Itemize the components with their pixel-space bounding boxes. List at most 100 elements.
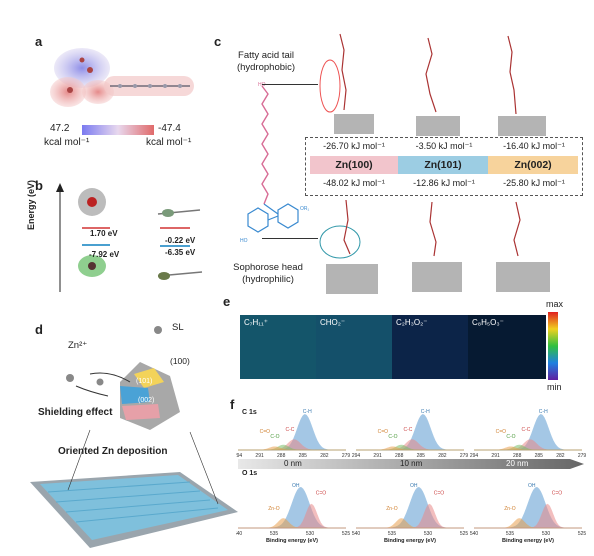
o1s-1-xlabel: Binding energy (eV) [384, 538, 436, 544]
map-c2h3o2: C₂H₃O₂⁻ [392, 315, 470, 379]
o1s-0-peak [238, 518, 346, 529]
c1s-0-peak-label: C-O [270, 434, 279, 440]
level-2-label: -7.92 eV [89, 250, 120, 259]
depth-20: 20 nm [506, 459, 529, 468]
o1s-2-tick: 535 [506, 531, 515, 537]
zn-ion-label: Zn²⁺ [68, 340, 88, 351]
panel-label-f: f [230, 397, 235, 412]
c1s-2-peak-label: C=O [496, 429, 507, 435]
c1s-1-peak-label: C=O [378, 429, 389, 435]
shielding-effect-label: Shielding effect [38, 407, 113, 418]
o1s-1-tick: 530 [424, 531, 433, 537]
energy-axis-label: Energy (eV) [26, 179, 36, 230]
c1s-2-tick: 285 [535, 453, 544, 459]
panel-label-a: a [35, 34, 43, 49]
top-value-100: -26.70 kJ mol⁻¹ [323, 141, 385, 151]
level-4-label: -6.35 eV [165, 248, 196, 257]
svg-text:HO: HO [258, 82, 266, 88]
panel-label-c: c [214, 34, 222, 49]
o1s-1-peak-label: OH [410, 483, 418, 489]
c1s-1-tick: 294 [352, 453, 361, 459]
oriented-deposition-label: Oriented Zn deposition [58, 446, 168, 457]
bottom-value-100: -48.02 kJ mol⁻¹ [323, 178, 385, 188]
o1s-1-peak-label: C=O [434, 490, 445, 496]
c1s-1-tick: 282 [438, 453, 447, 459]
c1s-1-peak-label: C-O [388, 434, 397, 440]
c1s-2-peak-label: C-H [539, 409, 548, 415]
c1s-1-peak [356, 446, 464, 451]
c1s-0-tick: 279 [342, 453, 351, 459]
bottom-adsorption-models [326, 199, 550, 294]
o1s-2-peak [474, 486, 582, 529]
energy-diagram [56, 183, 203, 292]
esp-left-value: 47.2 [50, 123, 70, 134]
sophorolipid-structure: HO OR₁ HO [240, 82, 310, 244]
head-highlight-ellipse [319, 225, 361, 259]
facet-101: Zn(101) [398, 156, 488, 174]
c1s-0-tick: 294 [236, 453, 242, 459]
c1s-1-tick: 288 [395, 453, 404, 459]
o1s-0-tick: 535 [270, 531, 279, 537]
o1s-2-peak [474, 518, 582, 529]
c1s-0-tick: 288 [277, 453, 286, 459]
sl-label: SL [172, 322, 184, 333]
tail-arrow [262, 84, 318, 85]
head-arrow [262, 238, 318, 239]
o1s-0-tick: 530 [306, 531, 315, 537]
depth-0: 0 nm [284, 459, 302, 468]
o1s-0-peak-label: Zn-O [268, 506, 280, 512]
c1s-0-peak-label: C=O [260, 429, 271, 435]
level-1-label: 1.70 eV [90, 229, 118, 238]
esp-colorbar [82, 125, 154, 135]
o1s-2-tick: 530 [542, 531, 551, 537]
o1s-2-peak-label: OH [528, 483, 536, 489]
o1s-1-tick: 540 [352, 531, 361, 537]
c1s-1-peak-label: C-C [404, 427, 413, 433]
c1s-0-peak-label: C-H [303, 409, 312, 415]
svg-text:HO: HO [240, 238, 248, 244]
adsorption-energy-table: -26.70 kJ mol⁻¹ -3.50 kJ mol⁻¹ -16.40 kJ… [305, 137, 583, 196]
level-3-label: -0.22 eV [165, 236, 196, 245]
c1s-2-tick: 294 [470, 453, 479, 459]
o1s-2-xlabel: Binding energy (eV) [502, 538, 554, 544]
facet-101-label: (101) [136, 378, 153, 385]
tail-sub: (hydrophobic) [236, 62, 296, 73]
panel-label-b: b [35, 178, 43, 193]
esp-right-value: -47.4 [158, 123, 181, 134]
facet-002-label: (002) [138, 397, 155, 404]
facet-100: Zn(100) [310, 156, 398, 174]
o1s-0-peak-label: C=O [316, 490, 327, 496]
o1s-0-tick: 540 [236, 531, 242, 537]
o1s-1-peak [356, 518, 464, 529]
o1s-0-peak-label: OH [292, 483, 300, 489]
o1s-1-peak [356, 486, 464, 529]
xps-spectra: 294 291 288 285 282 279Binding energy (eV) C-H… [236, 409, 587, 544]
top-value-101: -3.50 kJ mol⁻¹ [415, 141, 473, 151]
tail-label: Fatty acid tail [238, 50, 294, 61]
c1s-2-peak-label: C-O [506, 434, 515, 440]
o1s-label: O 1s [242, 470, 258, 477]
svg-text:OR₁: OR₁ [300, 206, 310, 212]
depth-10: 10 nm [400, 459, 423, 468]
intensity-colorbar [548, 312, 558, 380]
c1s-2-tick: 282 [556, 453, 565, 459]
o1s-1-tick: 525 [460, 531, 469, 537]
panel-label-e: e [223, 294, 231, 309]
top-value-002: -16.40 kJ mol⁻¹ [503, 141, 565, 151]
colorbar-max: max [546, 299, 564, 309]
depth-arrow [238, 459, 584, 469]
bottom-value-002: -25.80 kJ mol⁻¹ [503, 178, 565, 188]
o1s-2-peak-label: C=O [552, 490, 563, 496]
o1s-2-tick: 540 [470, 531, 479, 537]
o1s-0-xlabel: Binding energy (eV) [266, 538, 318, 544]
c1s-0-tick: 291 [255, 453, 264, 459]
o1s-1-peak-label: Zn-O [386, 506, 398, 512]
c1s-label: C 1s [242, 409, 257, 416]
tail-highlight-ellipse [319, 59, 341, 113]
c1s-2-tick: 291 [491, 453, 500, 459]
panel-label-d: d [35, 322, 43, 337]
shielding-schematic [30, 326, 238, 548]
c1s-2-tick: 279 [578, 453, 587, 459]
c1s-0-tick: 282 [320, 453, 329, 459]
head-label: Sophorose head [233, 262, 303, 273]
